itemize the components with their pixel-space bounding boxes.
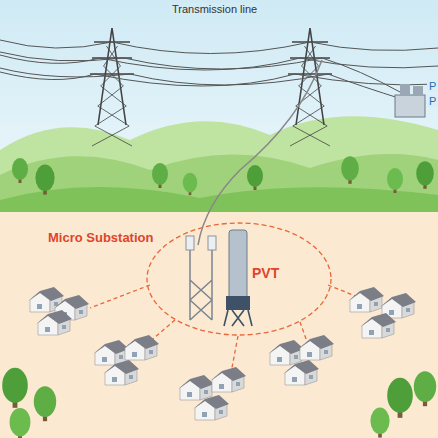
houses [28, 287, 416, 420]
ground [0, 212, 438, 438]
distribution-links [90, 285, 378, 378]
transmission-towers [90, 28, 332, 146]
feeder-line [198, 60, 322, 245]
substation-plant [395, 84, 425, 117]
trees [2, 156, 436, 438]
micro-substation-area: Micro SubstationPVT [146, 222, 332, 336]
pvt-equipment [186, 230, 252, 326]
dashed-ellipse [146, 222, 332, 336]
plant-label: P [427, 80, 438, 92]
equipment-label: PVT [252, 265, 279, 281]
area-title: Micro Substation [48, 230, 153, 245]
line-label: Transmission line [170, 3, 259, 15]
transmission-wires [0, 40, 438, 100]
sky [0, 0, 438, 215]
plant-label: P [427, 95, 438, 107]
